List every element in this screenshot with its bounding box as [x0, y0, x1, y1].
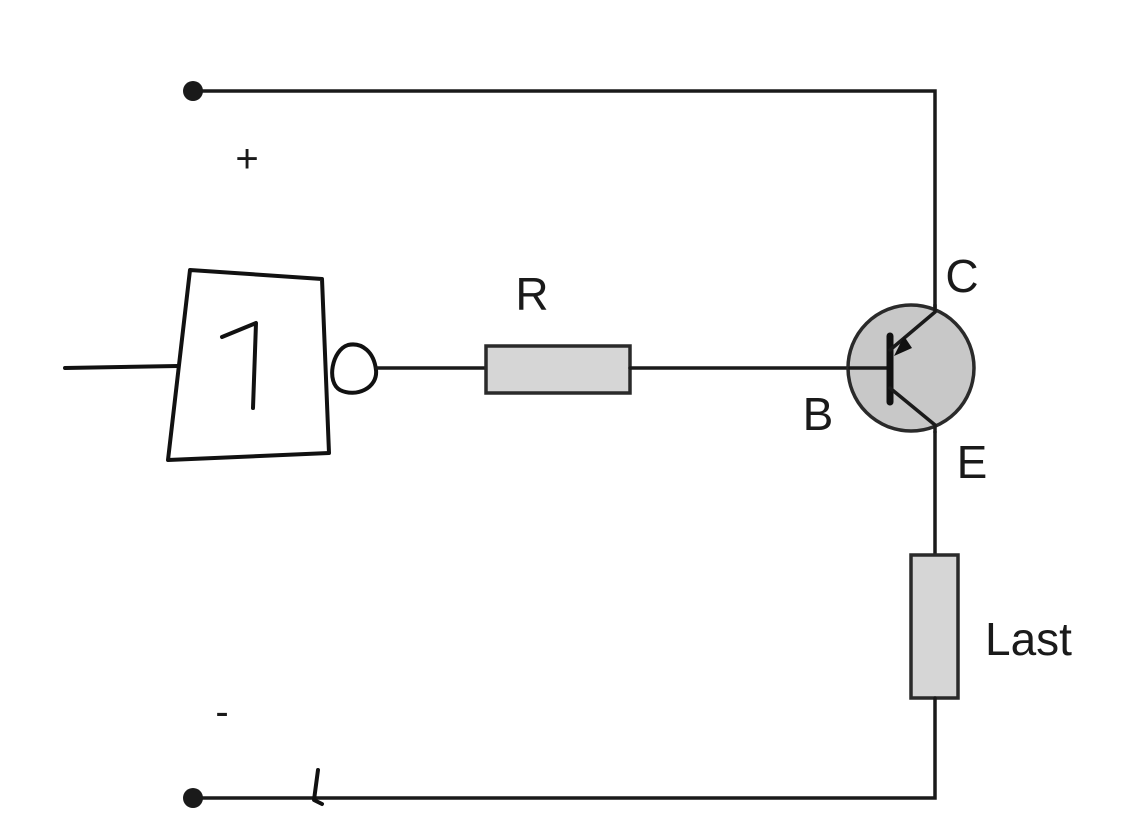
resistor-r — [484, 344, 632, 395]
negative-rail — [183, 696, 937, 808]
transistor — [846, 303, 976, 434]
load-label: Last — [985, 613, 1072, 665]
resistor-label: R — [515, 268, 548, 320]
negative-terminal — [183, 788, 203, 808]
plus-label: + — [235, 137, 258, 181]
emitter-label: E — [957, 436, 988, 488]
load-resistor — [909, 553, 960, 700]
inverter-bubble — [330, 342, 379, 395]
emitter-arrow — [894, 336, 912, 356]
collector-label: C — [945, 250, 978, 302]
base-label: B — [803, 388, 834, 440]
minus-label: - — [215, 690, 228, 734]
positive-rail — [183, 81, 937, 310]
not-gate — [63, 268, 379, 462]
